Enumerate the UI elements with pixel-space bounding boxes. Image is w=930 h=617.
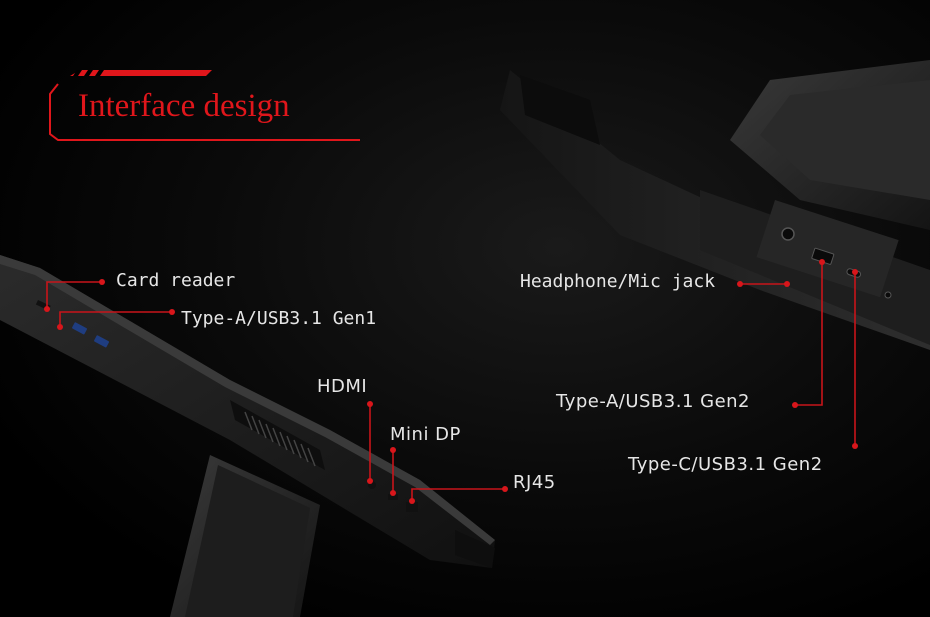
- callout-dots: [44, 259, 858, 504]
- label-hdmi: HDMI: [317, 376, 368, 397]
- label-mini-dp: Mini DP: [390, 424, 461, 445]
- header-decoration: [49, 70, 360, 141]
- label-type-a-gen1: Type-A/USB3.1 Gen1: [181, 308, 377, 329]
- label-type-c-gen2: Type-C/USB3.1 Gen2: [628, 454, 823, 475]
- label-card-reader: Card reader: [116, 270, 236, 291]
- page-title: Interface design: [78, 88, 290, 124]
- label-headphone-mic: Headphone/Mic jack: [520, 271, 716, 292]
- label-type-a-gen2: Type-A/USB3.1 Gen2: [556, 391, 751, 412]
- label-rj45: RJ45: [513, 472, 556, 493]
- callout-lines: [46, 262, 856, 500]
- right-laptop: [500, 60, 930, 350]
- left-laptop: [0, 255, 495, 617]
